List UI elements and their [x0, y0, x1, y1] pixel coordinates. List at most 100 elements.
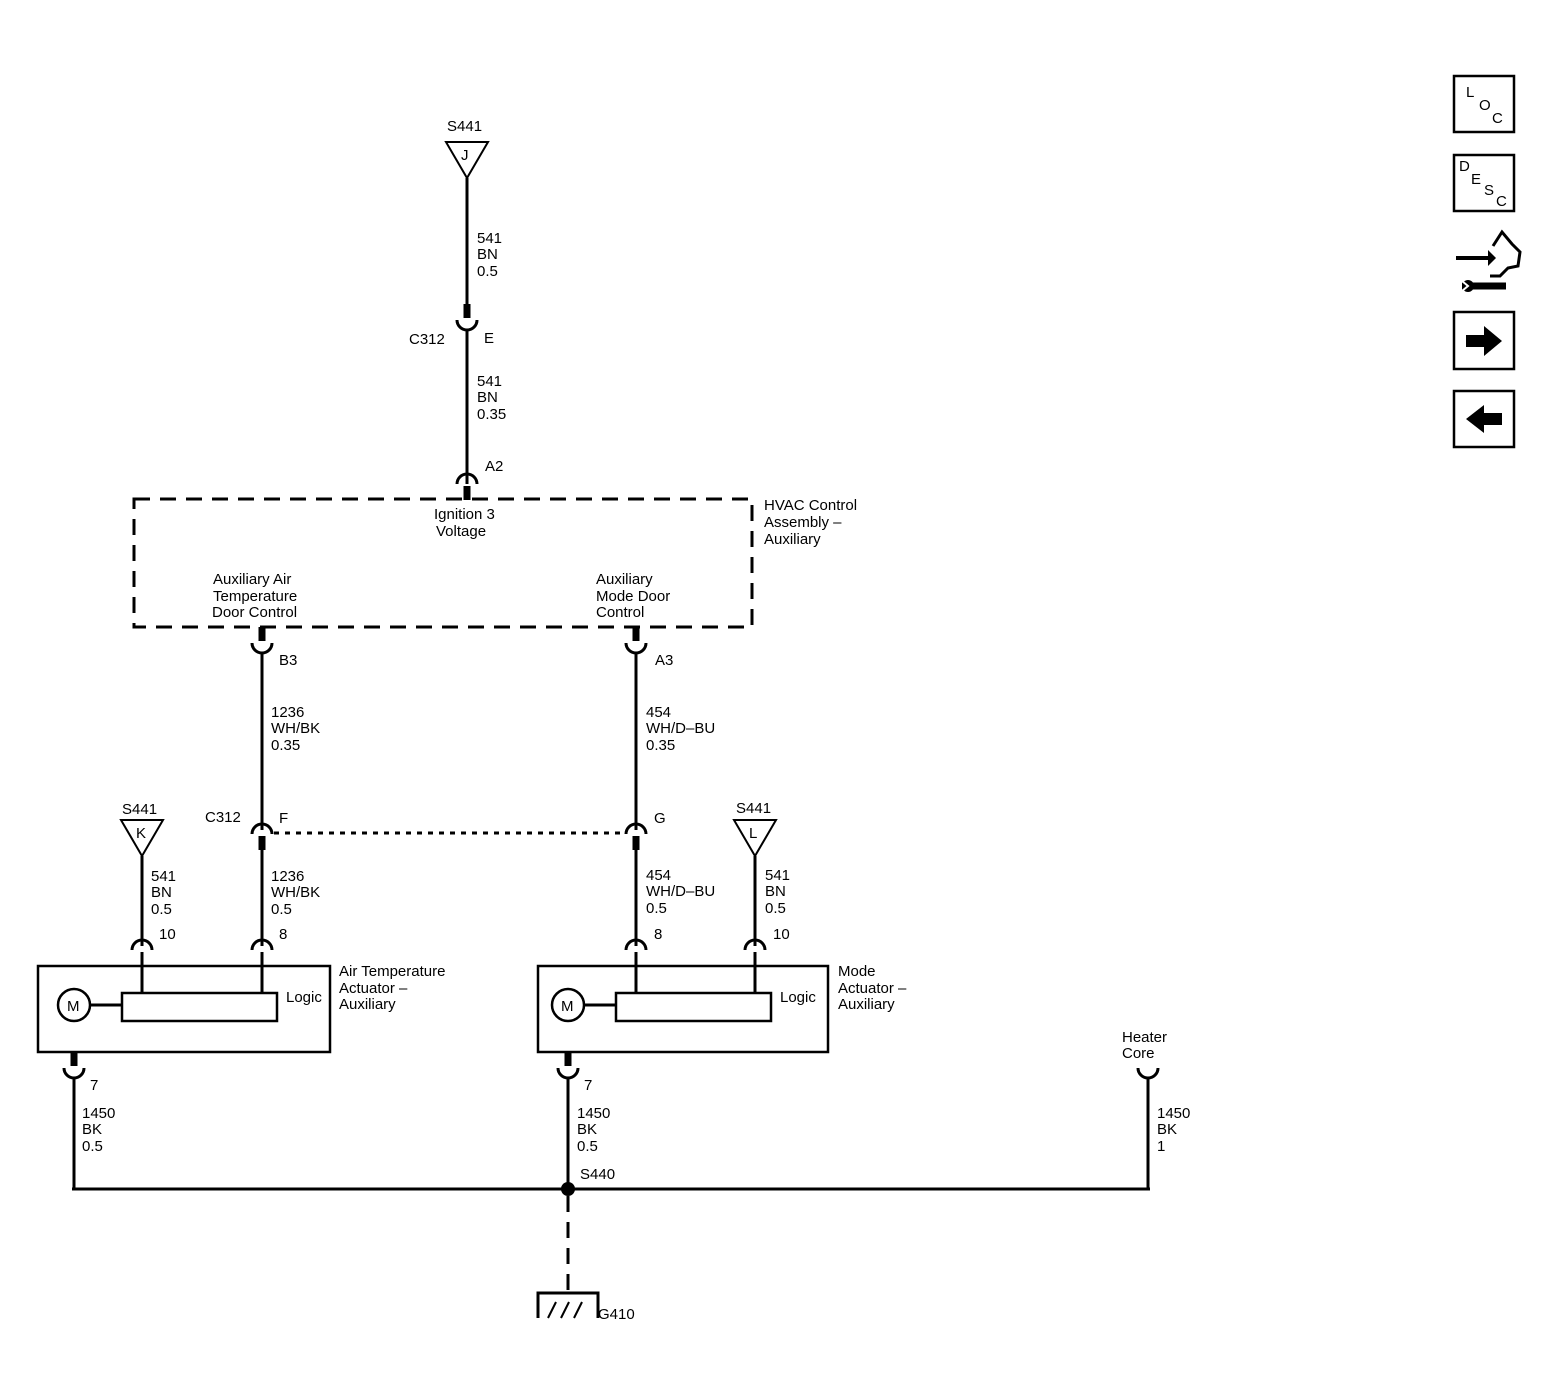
- svg-text:Heater: Heater: [1122, 1029, 1167, 1046]
- wire-label-541-k: 541 BN 0.5: [151, 868, 176, 918]
- air-actuator-ground-pin: 7: [62, 1067, 98, 1094]
- svg-text:D: D: [1459, 158, 1470, 175]
- next-button[interactable]: [1452, 310, 1516, 371]
- svg-text:8: 8: [654, 926, 662, 943]
- svg-text:0.35: 0.35: [646, 737, 675, 754]
- svg-text:S440: S440: [580, 1166, 615, 1183]
- svg-text:7: 7: [584, 1077, 592, 1094]
- logic-label: Logic: [780, 989, 816, 1006]
- svg-text:0.5: 0.5: [765, 900, 786, 917]
- svg-text:10: 10: [773, 926, 790, 943]
- svg-text:0.5: 0.5: [646, 900, 667, 917]
- air-actuator-input-pins: 10 8: [130, 926, 287, 951]
- mode-actuator-label: Mode Actuator – Auxiliary: [838, 963, 907, 1013]
- svg-text:WH/BK: WH/BK: [271, 884, 320, 901]
- pin-label: E: [484, 330, 494, 347]
- connector-label: C312: [409, 331, 445, 348]
- svg-text:G410: G410: [598, 1306, 635, 1323]
- previous-button[interactable]: [1452, 389, 1516, 449]
- ignition-3-voltage-label: Ignition 3 Voltage: [434, 506, 495, 540]
- heater-core: Heater Core: [1122, 1029, 1167, 1080]
- svg-text:541: 541: [477, 230, 502, 247]
- svg-text:L: L: [749, 825, 757, 842]
- svg-text:G: G: [654, 810, 666, 827]
- arrow-right-icon: [1466, 326, 1502, 356]
- svg-text:Mode: Mode: [838, 963, 876, 980]
- svg-text:L: L: [1466, 84, 1474, 101]
- description-button[interactable]: D E S C: [1452, 153, 1516, 213]
- svg-text:B3: B3: [279, 652, 297, 669]
- svg-text:1450: 1450: [577, 1105, 610, 1122]
- svg-text:1450: 1450: [82, 1105, 115, 1122]
- svg-text:Ignition 3: Ignition 3: [434, 506, 495, 523]
- connector-c312-f-g: C312 F G: [205, 809, 666, 850]
- svg-text:BN: BN: [765, 883, 786, 900]
- wire-label-1450-left: 1450 BK 0.5: [82, 1105, 115, 1155]
- svg-text:0.5: 0.5: [477, 263, 498, 280]
- pin-a2: A2: [455, 458, 503, 500]
- svg-text:Actuator –: Actuator –: [838, 980, 907, 997]
- hvac-control-assembly-label: HVAC Control Assembly – Auxiliary: [764, 497, 857, 548]
- svg-text:Door Control: Door Control: [212, 604, 297, 621]
- svg-text:Core: Core: [1122, 1045, 1155, 1062]
- svg-text:Auxiliary: Auxiliary: [596, 571, 653, 588]
- mode-actuator-ground-pin: 7: [556, 1067, 592, 1094]
- wire-label-1450-right: 1450 BK 1: [1157, 1105, 1190, 1155]
- svg-text:S: S: [1484, 182, 1494, 199]
- svg-text:1450: 1450: [1157, 1105, 1190, 1122]
- air-temperature-actuator-label: Air Temperature Actuator – Auxiliary: [339, 963, 445, 1013]
- splice-s441-k: S441 K: [119, 801, 165, 858]
- svg-text:M: M: [67, 998, 80, 1015]
- svg-text:BK: BK: [577, 1121, 597, 1138]
- connector-tools-button[interactable]: [1456, 229, 1522, 292]
- svg-text:WH/BK: WH/BK: [271, 720, 320, 737]
- connector-label: C312: [205, 809, 241, 826]
- svg-text:O: O: [1479, 97, 1491, 114]
- svg-text:Auxiliary: Auxiliary: [339, 996, 396, 1013]
- svg-text:0.35: 0.35: [477, 406, 506, 423]
- svg-text:541: 541: [151, 868, 176, 885]
- svg-text:454: 454: [646, 867, 671, 884]
- wire-label-1236-lower: 1236 WH/BK 0.5: [271, 868, 320, 918]
- svg-text:7: 7: [90, 1077, 98, 1094]
- svg-text:Control: Control: [596, 604, 644, 621]
- svg-text:10: 10: [159, 926, 176, 943]
- location-button[interactable]: L O C: [1452, 74, 1516, 134]
- svg-text:BK: BK: [82, 1121, 102, 1138]
- connector-tools-icon: [1456, 229, 1522, 292]
- svg-text:C: C: [1496, 193, 1507, 210]
- ground-g410: G410: [536, 1291, 635, 1323]
- svg-text:A2: A2: [485, 458, 503, 475]
- svg-text:Voltage: Voltage: [436, 523, 486, 540]
- svg-text:Auxiliary: Auxiliary: [764, 531, 821, 548]
- wire-label-1450-mid: 1450 BK 0.5: [577, 1105, 610, 1155]
- svg-text:Auxiliary: Auxiliary: [838, 996, 895, 1013]
- wire-label-541-l: 541 BN 0.5: [765, 867, 790, 917]
- wire-label-top-2: 541 BN 0.35: [477, 373, 506, 423]
- svg-text:A3: A3: [655, 652, 673, 669]
- pin-b3: B3: [250, 627, 297, 669]
- svg-text:Temperature: Temperature: [213, 588, 297, 605]
- svg-text:541: 541: [765, 867, 790, 884]
- svg-text:0.35: 0.35: [271, 737, 300, 754]
- arrow-left-icon: [1466, 405, 1502, 433]
- connector-c312-e: C312 E: [409, 304, 494, 348]
- hvac-control-assembly-box: [132, 497, 754, 629]
- air-temperature-actuator: M Logic: [36, 952, 332, 1066]
- splice-label: S441: [447, 118, 482, 135]
- pin-a3: A3: [624, 627, 673, 669]
- svg-text:0.5: 0.5: [151, 901, 172, 918]
- wire-label-454-upper: 454 WH/D–BU 0.35: [646, 704, 715, 754]
- svg-text:454: 454: [646, 704, 671, 721]
- svg-text:WH/D–BU: WH/D–BU: [646, 720, 715, 737]
- wire-label-1236-upper: 1236 WH/BK 0.35: [271, 704, 320, 754]
- svg-text:WH/D–BU: WH/D–BU: [646, 883, 715, 900]
- svg-text:1236: 1236: [271, 868, 304, 885]
- svg-text:M: M: [561, 998, 574, 1015]
- svg-text:C: C: [1492, 110, 1503, 127]
- svg-text:BN: BN: [151, 884, 172, 901]
- wire-label-454-lower: 454 WH/D–BU 0.5: [646, 867, 715, 917]
- svg-text:S441: S441: [122, 801, 157, 818]
- aux-air-temp-door-control-label: Auxiliary Air Temperature Door Control: [212, 571, 297, 621]
- svg-text:0.5: 0.5: [271, 901, 292, 918]
